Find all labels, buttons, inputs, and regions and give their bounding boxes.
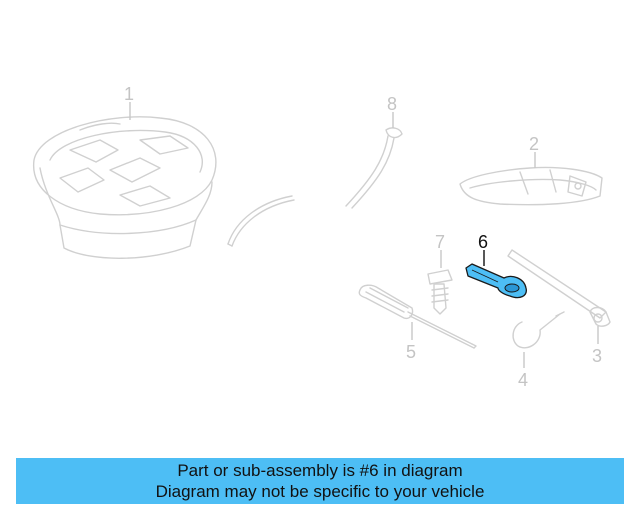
callout-7[interactable]: 7 (435, 232, 445, 252)
callout-1[interactable]: 1 (124, 84, 134, 104)
trim-strip (227, 195, 295, 247)
callout-5[interactable]: 5 (406, 342, 416, 362)
callout-6[interactable]: 6 (478, 232, 488, 252)
part-5-screwdriver[interactable] (358, 284, 477, 349)
part-1-tool-tray[interactable] (33, 116, 217, 259)
part-8-strap[interactable] (345, 127, 403, 209)
callout-2[interactable]: 2 (529, 134, 539, 154)
part-4-wire-handle[interactable] (512, 311, 565, 349)
parts-diagram: 1 8 2 7 6 (33, 84, 611, 390)
callout-4[interactable]: 4 (518, 370, 528, 390)
part-2-jack[interactable] (459, 166, 603, 206)
callout-8[interactable]: 8 (387, 94, 397, 114)
part-7-bolt[interactable] (427, 269, 453, 315)
info-banner: Part or sub-assembly is #6 in diagram Di… (16, 458, 624, 504)
part-6-highlighted[interactable] (465, 263, 527, 299)
callout-3[interactable]: 3 (592, 346, 602, 366)
banner-line-2: Diagram may not be specific to your vehi… (155, 482, 485, 501)
part-3-lug-wrench[interactable] (507, 249, 611, 327)
banner-line-1: Part or sub-assembly is #6 in diagram (177, 461, 463, 480)
